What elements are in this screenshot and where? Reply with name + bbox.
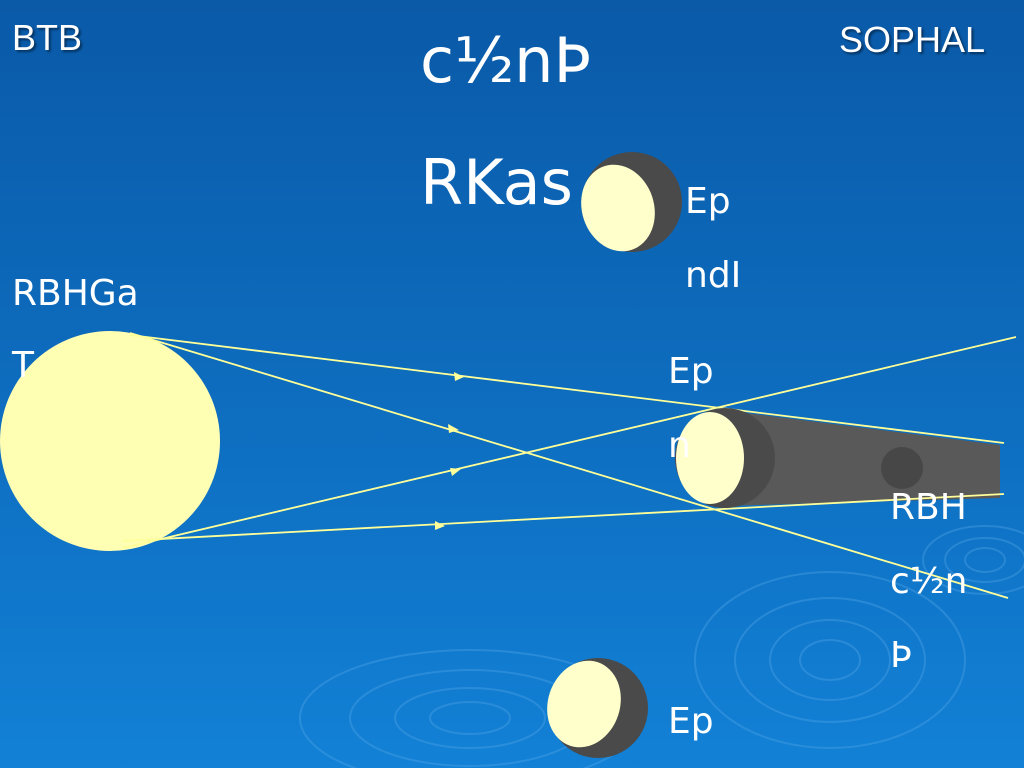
- ray-top-cross: [129, 332, 1009, 599]
- shadow-label-line-3: Þ: [890, 635, 912, 676]
- moon-top-label-line-2: ndI: [685, 255, 742, 296]
- header-right-label: SOPHAL: [839, 19, 986, 60]
- ray-arrow: [450, 468, 461, 476]
- shadow-label-line-1: RBH: [890, 487, 967, 528]
- header-left-label: BTB: [12, 17, 83, 58]
- moon-middle: [675, 408, 775, 508]
- title-line-2: RKas: [420, 146, 573, 219]
- moon-middle-label-line-1: Ep: [668, 351, 714, 392]
- sun-label-line-1: RBHGa: [12, 273, 139, 314]
- ray-arrow: [448, 424, 459, 433]
- ray-arrow: [454, 372, 464, 381]
- earth-shadow-end: [881, 447, 923, 489]
- shadow-label-line-2: c½n: [890, 561, 968, 602]
- ray-bottom-cross: [122, 336, 1017, 549]
- moon-middle-label-line-2: n: [668, 425, 691, 466]
- sun-label-line-2: T: [12, 345, 34, 386]
- moon-top-label-line-1: Ep: [685, 181, 731, 222]
- ray-top-outer: [129, 334, 1005, 444]
- moon-bottom: [547, 658, 648, 758]
- title-line-1: c½nÞ: [420, 24, 591, 97]
- ray-arrow: [435, 521, 445, 530]
- earth-shadow: [722, 410, 1000, 506]
- ray-bottom-outer: [122, 493, 1005, 542]
- light-rays: [122, 332, 1017, 599]
- moon-bottom-label-line-1: Ep: [668, 701, 714, 742]
- moon-top: [581, 152, 682, 252]
- sun: [0, 331, 220, 551]
